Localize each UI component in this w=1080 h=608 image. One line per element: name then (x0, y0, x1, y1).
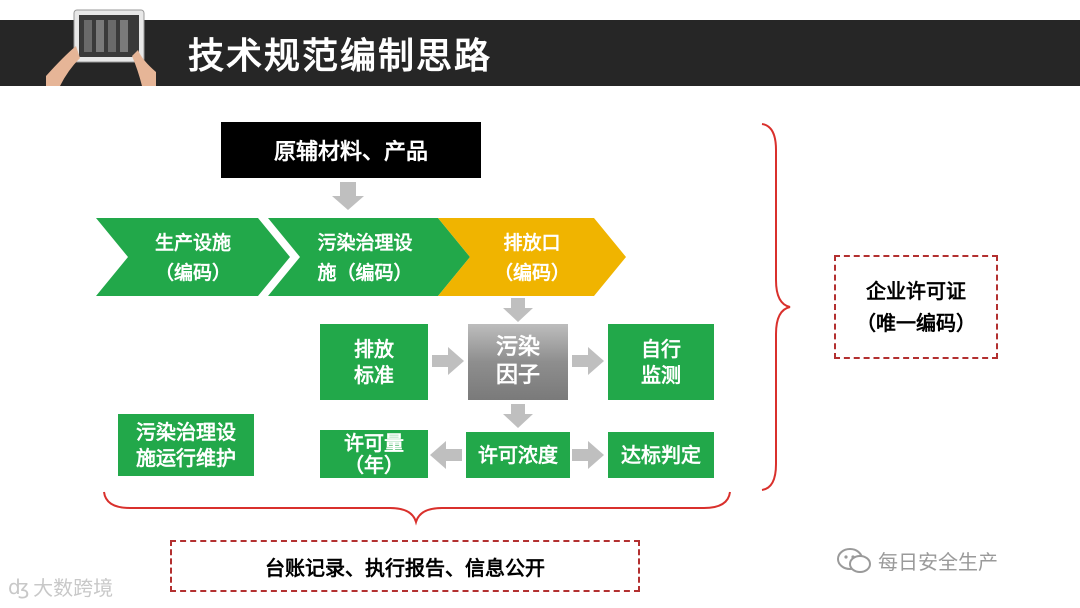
records-box: 台账记录、执行报告、信息公开 (170, 540, 640, 592)
arrow-left-1 (430, 441, 462, 469)
emission-standard-box: 排放标准 (320, 324, 428, 400)
arrow-down-3 (503, 404, 533, 428)
watermark-left: ʤ 大数跨境 (8, 572, 113, 601)
arrow-right-1 (432, 347, 464, 375)
chevron-outlet-label: 排放口（编码） (468, 228, 596, 288)
bottom-brace (104, 492, 730, 522)
arrow-right-2 (572, 347, 604, 375)
right-brace (762, 124, 790, 490)
maintenance-box: 污染治理设施运行维护 (118, 414, 254, 476)
self-monitoring-box: 自行监测 (608, 324, 714, 400)
chevron-treatment-label: 污染治理设施（编码） (296, 228, 434, 288)
permit-concentration-box: 许可浓度 (466, 432, 570, 478)
arrow-down-1 (332, 182, 364, 210)
watermark-right: 每日安全生产 (836, 546, 998, 575)
logo-icon: ʤ (8, 575, 29, 599)
chevron-production-label: 生产设施（编码） (128, 228, 258, 288)
wechat-icon (836, 547, 872, 575)
arrow-right-3 (572, 441, 604, 469)
pollution-factor-box: 污染因子 (468, 324, 568, 400)
enterprise-license-box: 企业许可证（唯一编码） (834, 255, 998, 359)
compliance-box: 达标判定 (608, 432, 714, 478)
permit-amount-box: 许可量（年） (320, 430, 428, 478)
arrow-down-2 (503, 298, 533, 322)
